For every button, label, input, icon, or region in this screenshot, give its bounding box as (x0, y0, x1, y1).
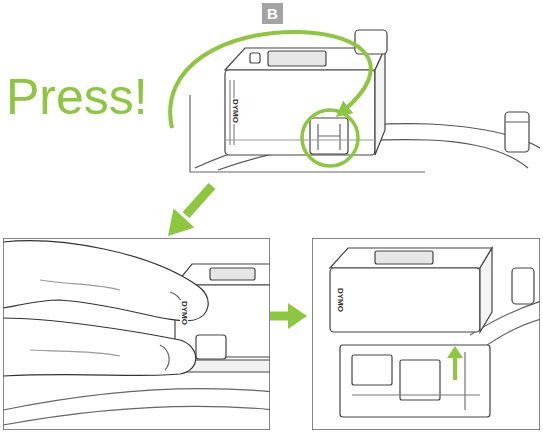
highlight-circle (302, 110, 358, 166)
brand-mark: DYMO (180, 300, 188, 326)
step-badge: B (262, 3, 283, 24)
step-letter: B (267, 5, 278, 22)
open-view (312, 238, 540, 430)
step-arrow (168, 186, 212, 236)
brand-mark: DYMO (336, 287, 344, 313)
brand-mark: DYMO (231, 98, 239, 124)
lift-arrow (447, 346, 463, 380)
step-arrow (268, 303, 307, 329)
press-view (3, 238, 270, 430)
action-word: Press! (6, 72, 148, 122)
